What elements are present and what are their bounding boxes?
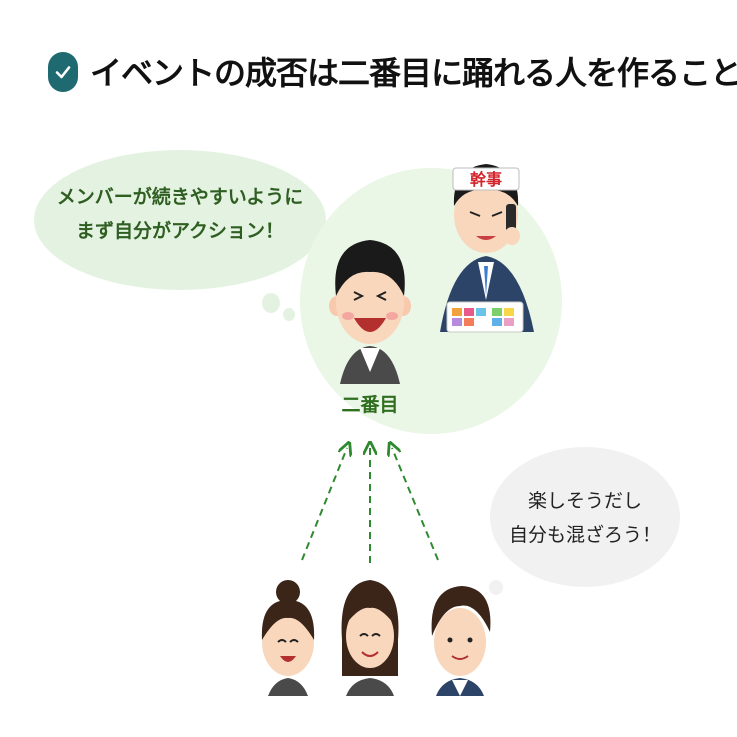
check-icon [48, 52, 78, 92]
thought-bubble-left-text: メンバーが続きやすいように まず自分がアクション！ [56, 186, 304, 242]
page-title: イベントの成否は二番目に踊れる人を作ること [90, 54, 737, 92]
thought-bubble-right [490, 447, 680, 587]
thought-bubble-right-text: 楽しそうだし 自分も混ざろう！ [508, 490, 661, 546]
second-person-label: 二番目 [341, 394, 399, 416]
follower-woman-2 [341, 580, 399, 696]
organizer-headband: 幹事 [470, 170, 502, 189]
check-mark-glyph [55, 66, 71, 79]
organizer-figure: 幹事 [440, 164, 534, 333]
thought-bubble-left [34, 150, 326, 290]
follower-man [431, 586, 491, 696]
thought-dot-large [262, 293, 280, 313]
second-person-figure [329, 240, 411, 384]
title-row: イベントの成否は二番目に踊れる人を作ること [48, 40, 737, 106]
follower-woman-1 [261, 580, 315, 696]
thought-dot-small [283, 308, 295, 321]
arrow-left [301, 448, 347, 561]
arrow-right [392, 448, 439, 561]
thought-dot-right-large [489, 580, 503, 595]
